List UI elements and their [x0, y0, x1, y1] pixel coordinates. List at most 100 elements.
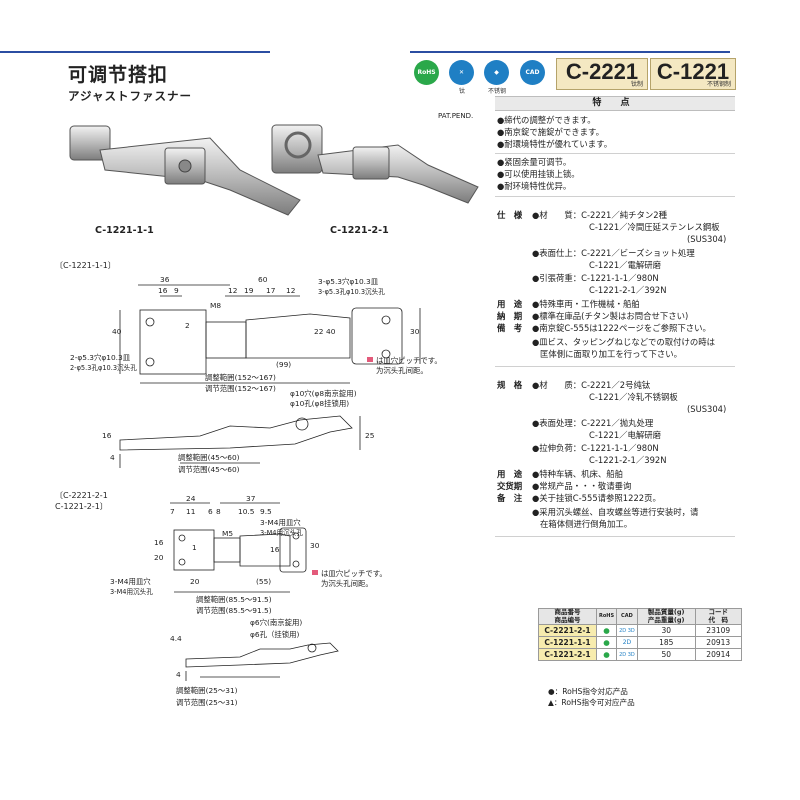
- dim-22: 22: [314, 327, 323, 336]
- spec-value: C-1221／冷間圧延ステンレス鋼板: [589, 222, 720, 232]
- table-row: C-1221-1-1 ● 2D 185 20913: [538, 636, 742, 649]
- dim-16a: 16: [154, 538, 164, 547]
- range-side-jp: 調整範囲(45～60): [178, 453, 240, 462]
- dim-12b: 12: [286, 286, 295, 295]
- col-header-code: 商品番号商品编号: [538, 608, 597, 625]
- m4-csk-zh-2: 3-M4用沉头孔: [110, 587, 153, 596]
- spec-value: ●采用沉头螺丝、自攻螺丝等进行安装时，请: [532, 507, 699, 517]
- cell-weight: 185: [636, 636, 696, 649]
- spec-value: ●材 質：C-2221／純チタン2種: [532, 210, 667, 220]
- top-rule-left: [0, 51, 270, 53]
- cell-weight: 30: [636, 624, 696, 637]
- spec-key: 备 注: [497, 493, 523, 503]
- dim-csk-jp: 3-φ5.3穴φ10.3皿: [318, 277, 379, 286]
- dim-phi10-jp: φ10穴(φ8南京錠用): [290, 389, 357, 398]
- spec-value: ●皿ビス、タッピングねじなどでの取付けの時は: [532, 337, 716, 347]
- titanium-label: 钛: [458, 88, 465, 95]
- spec-value: ●关于挂锁C-555请参照1222页。: [532, 493, 661, 503]
- dim-phi6-jp: φ6穴(南京錠用): [250, 618, 302, 627]
- col-header-num: コード代 码: [694, 608, 742, 625]
- feature-jp-1: ●締代の調整ができます。: [497, 115, 596, 125]
- col-header-weight: 製品質量(g)产品重量(g): [636, 608, 696, 625]
- col-header-cad: CAD: [616, 608, 638, 625]
- cell-rohs: ●: [595, 648, 618, 661]
- cell-num: 20913: [694, 636, 742, 649]
- m4-csk-jp: 3-M4用皿穴: [260, 518, 301, 527]
- dim-4-side: 4: [110, 453, 115, 462]
- dim-17: 17: [266, 286, 276, 295]
- cell-cad: 2D 3D: [616, 648, 638, 661]
- spec-value: ●特种车辆、机床、船舶: [532, 469, 624, 479]
- divider: [495, 366, 735, 367]
- range-side-zh: 调节范围(45～60): [178, 465, 240, 474]
- dim-csk-zh: 3-φ5.3孔φ10.3沉头孔: [318, 287, 385, 296]
- table-note-2: ▲：RoHS指令可对应产品: [548, 698, 635, 707]
- code-box-c1221: C-1221 不锈钢制: [650, 58, 736, 90]
- spec-key: 納 期: [497, 311, 523, 321]
- cell-rohs: ●: [595, 624, 618, 637]
- code-c2221: C-2221: [565, 59, 639, 84]
- dim-99: (99): [276, 360, 291, 369]
- dim-24: 24: [186, 494, 196, 503]
- spec-key: 備 考: [497, 323, 523, 333]
- spec-value: C-1221-2-1／392N: [589, 455, 667, 465]
- cell-weight: 50: [636, 648, 696, 661]
- spec-value: ●表面处理：C-2221／抛丸处理: [532, 418, 654, 428]
- dim-30-right: 30: [310, 541, 320, 550]
- spec-key: 用 途: [497, 299, 523, 309]
- divider: [495, 196, 735, 197]
- dim-4b: 4: [176, 670, 181, 679]
- cell-cad: 2D 3D: [616, 624, 638, 637]
- photo-label-2: C-1221-2-1: [330, 225, 389, 236]
- feature-jp-2: ●南京錠で施錠ができます。: [497, 127, 604, 137]
- cad-icon: CAD: [520, 60, 545, 85]
- note-csk-pitch-zh: 为沉头孔间距。: [376, 366, 428, 375]
- divider: [495, 536, 735, 537]
- note-csk-pitch-jp: は皿穴ピッチです。: [376, 356, 442, 365]
- dim-36: 36: [160, 275, 170, 284]
- dim-60: 60: [258, 275, 268, 284]
- photo-label-1: C-1221-1-1: [95, 225, 154, 236]
- feature-zh-1: ●紧固余量可调节。: [497, 157, 572, 167]
- spec-value: C-1221／電解研磨: [589, 260, 662, 270]
- cell-num: 23109: [694, 624, 742, 637]
- dim-40b: 40: [326, 327, 336, 336]
- spec-value: C-1221／电解研磨: [589, 430, 662, 440]
- divider: [495, 153, 735, 154]
- note2-zh: 为沉头孔间距。: [321, 579, 373, 588]
- dim-16: 16: [158, 286, 168, 295]
- table-row: C-1221-2-1 ● 2D 3D 50 20914: [538, 648, 742, 661]
- dim-m8: M8: [210, 301, 221, 310]
- dim-6: 6: [208, 507, 213, 516]
- drawing2-side-view: φ6穴(南京錠用) φ6孔（挂锁用) 4.4 4 調整範囲(25～31) 调节范…: [170, 618, 339, 707]
- code-c1221: C-1221: [656, 59, 730, 84]
- stainless-label: 不锈钢: [487, 88, 506, 95]
- dim-2: 2: [185, 321, 190, 330]
- cell-code: C-2221-2-1: [538, 624, 597, 637]
- feature-zh-3: ●耐环境特性优异。: [497, 181, 572, 191]
- spec-value: ●常规产品・・・敬请垂询: [532, 481, 632, 491]
- spec-key: 规 格: [497, 380, 523, 390]
- col-header-rohs: RoHS: [595, 608, 618, 625]
- drawing1-label: 〔C-1221-1-1〕: [55, 261, 116, 270]
- dim-phi6-zh: φ6孔（挂锁用): [250, 630, 300, 639]
- dim-40a: 40: [112, 327, 122, 336]
- range2-zh: 调节范围(85.5～91.5): [196, 606, 272, 615]
- dim-16-side: 16: [102, 431, 112, 440]
- range-jp: 調整範囲(152～167): [205, 373, 276, 382]
- dim-9: 9: [174, 286, 179, 295]
- range3-zh: 调节范围(25～31): [176, 698, 238, 707]
- spec-key: 用 途: [497, 469, 523, 479]
- spec-value: C-1221／冷轧不锈钢板: [589, 392, 678, 402]
- top-rule-right: [410, 51, 730, 53]
- drawing2-label-2: C-1221-2-1〕: [55, 502, 108, 511]
- spec-value: ●拉伸负荷：C-1221-1-1／980N: [532, 443, 659, 453]
- dim-19: 19: [244, 286, 254, 295]
- drawing2-top-view: 7 24 11 6 8 37 10.5 9.5 3-M4用皿穴 3-M4用沉头孔…: [110, 494, 320, 615]
- spec-value: 在箱体侧进行倒角加工。: [540, 519, 633, 529]
- dim-16b: 16: [270, 545, 280, 554]
- spec-value: 匡体側に面取り加工を行って下さい。: [540, 349, 682, 359]
- dim-m5: M5: [222, 529, 233, 538]
- dim-4-4: 4.4: [170, 634, 182, 643]
- cell-cad: 2D: [616, 636, 638, 649]
